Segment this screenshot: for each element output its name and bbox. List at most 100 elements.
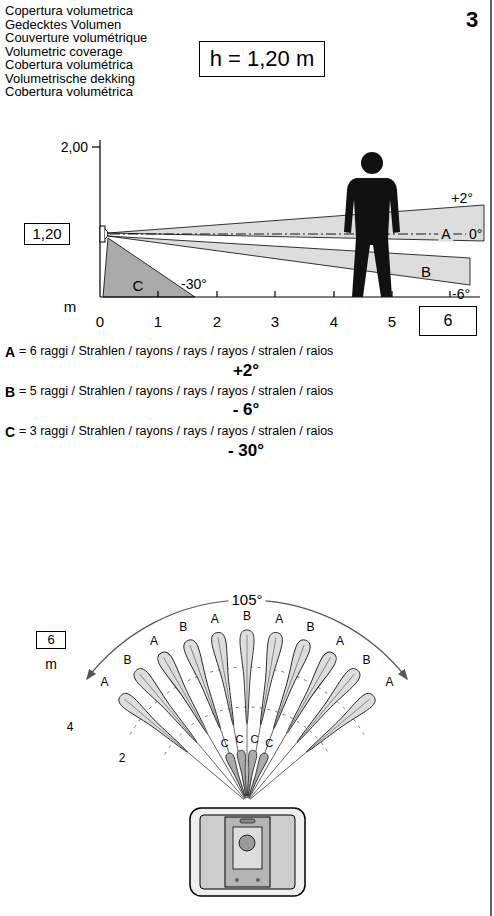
device-module [225,817,270,887]
device-slot [240,819,255,823]
box-text: 6 [47,633,54,647]
sensor-lens [105,229,108,239]
beam-axis [287,657,331,732]
c-beam [244,750,258,797]
beam-outline [210,631,240,726]
beam-stem [249,734,286,798]
title-line: Couverture volumétrique [5,31,147,45]
angle-value: +2° [233,362,259,380]
person-head [361,152,383,174]
angle-value: - 6° [233,401,260,419]
beam-letter: A [385,676,393,689]
beam-letter: B [123,653,131,666]
legend-text: = 3 raggi / Strahlen / rayons / rays / r… [19,425,333,438]
beam-letter: A [211,613,219,626]
beam-letter: C [5,425,15,440]
axis-value: 3 [271,314,279,330]
angle-label: -6° [452,287,470,302]
beam-outline [302,691,378,758]
detection-beam [242,638,313,801]
distance-box: 6 [419,306,478,336]
axis-value: 4 [330,314,338,330]
title-line: Cobertura volumétrica [5,85,133,99]
legend-text: = 6 raggi / Strahlen / rayons / rays / r… [19,345,333,358]
title-line: Copertura volumetrica [5,4,133,18]
beam-axis [308,699,369,750]
beam-axis [298,674,354,741]
angle-label: 0° [469,227,482,242]
c-beam [245,752,269,798]
detection-beam [210,631,253,799]
device-screw [256,878,260,882]
beam-letter: B [243,610,251,623]
title-line: Volumetrische dekking [5,72,135,86]
axis-tick [92,146,100,147]
axis-unit: m [64,299,77,315]
axis-value: 2,00 [61,140,88,155]
device-window [233,827,262,869]
box-text: 1,20 [32,226,61,243]
axis-value: 2 [213,314,221,330]
beam-letter: B [5,385,15,400]
title-line: Cobertura volumétrica [5,58,133,72]
distance-unit: m [45,657,57,672]
height-value-box: 1,20 [24,223,69,246]
beam-letter: A [101,676,109,689]
device-plate [190,808,305,896]
axis-value: 1 [154,314,162,330]
axis-value: 0 [96,314,104,330]
beam-axis [247,635,248,722]
device-lens [239,835,255,851]
y-axis [99,140,100,297]
detection-beam [131,666,250,804]
frame-line [490,0,491,916]
distance-label: 4 [67,721,74,734]
title-line: Volumetric coverage [5,45,123,59]
box-text: 6 [444,312,453,330]
beam-letter: C [251,735,259,747]
beam-stem [208,734,245,798]
beam-letter: A [275,613,283,626]
beam-outline [267,638,312,731]
beam-letter: B [179,621,187,634]
person-body [344,178,400,297]
detection-beam [246,691,378,805]
beam-letter: A [5,345,15,360]
beam-letter: B [363,653,371,666]
detection-beam [243,650,339,803]
axis-ticks [158,291,450,297]
detection-beam [244,666,363,804]
beam-letter: C [221,738,229,750]
beam-axis [124,699,185,750]
beam-axis [140,674,196,741]
beam-letter: C [133,278,144,294]
beam-letter: A [150,635,158,648]
box-text: h = 1,20 m [210,47,315,71]
angle-label: +2° [451,191,473,206]
beam-axis [261,638,276,724]
legend-text: = 5 raggi / Strahlen / rayons / rays / r… [19,385,333,398]
distance-label: 2 [119,752,126,765]
beam-fan [116,630,378,805]
beam-outline [240,630,254,724]
beam-letter: C [235,735,243,747]
figure-number: 3 [466,8,478,31]
beam-letter: B [307,621,315,634]
device-screw [235,878,239,882]
distance-box: 6 [36,631,65,649]
device-frame [200,815,295,889]
beam-letter: A [438,227,453,242]
beam-letter: C [265,738,273,750]
zero-line [110,234,466,235]
beam-stem [247,724,248,798]
sensor-side [100,226,105,242]
title-line: Gedecktes Volumen [5,18,121,32]
beam-a-side [108,205,484,241]
axis-value: 5 [388,314,396,330]
angle-label: -30° [181,277,207,292]
beam-letter: A [336,635,344,648]
angle-label: 105° [228,592,265,608]
height-box: h = 1,20 m [199,41,326,77]
beam-axis [218,638,233,724]
